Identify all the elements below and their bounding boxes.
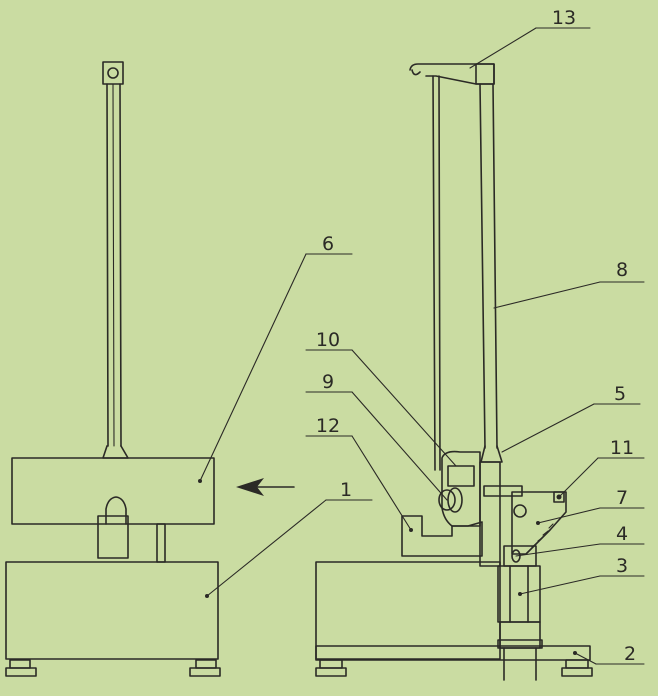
left-foot-1 [9, 659, 31, 669]
callout-labels: 13 6 1 8 10 9 12 5 11 7 4 3 2 [316, 7, 636, 665]
left-view [5, 61, 295, 677]
column-8-left [479, 83, 486, 449]
base-plate-2 [315, 645, 591, 661]
leader-5 [501, 403, 595, 453]
leader-11 [558, 457, 599, 498]
block-12 [401, 515, 483, 557]
leader-1 [206, 499, 327, 597]
column-8-right [492, 83, 498, 449]
callout-13: 13 [552, 7, 576, 29]
leader-2 [574, 652, 597, 665]
callout-4: 4 [616, 523, 628, 545]
weight-inner [447, 465, 475, 487]
leader-3 [519, 575, 601, 595]
box-6 [11, 457, 215, 525]
left-holder [97, 515, 129, 559]
callout-3: 3 [616, 555, 628, 577]
column-clamp [479, 461, 501, 567]
left-top-cap [102, 61, 124, 85]
cone-5 [480, 445, 503, 463]
base-right [315, 561, 501, 660]
part-11 [553, 491, 565, 503]
leader-13 [469, 27, 537, 69]
leader-12 [351, 435, 412, 531]
weight-10 [441, 450, 481, 527]
top-block [475, 63, 495, 85]
arm-bar [483, 485, 523, 497]
leader-6 [199, 253, 307, 482]
callout-2: 2 [624, 643, 636, 665]
base-collar [497, 639, 543, 649]
top-bracket-hook [411, 69, 421, 76]
left-holder-top [105, 496, 127, 525]
callout-5: 5 [614, 383, 626, 405]
scale-7-ticks [525, 523, 554, 555]
weight-9-ring [447, 487, 463, 513]
left-foot-pads [5, 667, 221, 677]
left-rod-cone [102, 445, 129, 459]
part-3-lower [499, 621, 541, 649]
leader-10 [351, 349, 457, 467]
right-foot-1 [319, 659, 343, 669]
leader-8 [493, 281, 601, 309]
leader-7 [537, 507, 601, 524]
left-rod-edge-left [106, 83, 109, 447]
right-foot-2 [565, 659, 589, 669]
right-view [315, 63, 593, 681]
callout-12: 12 [316, 415, 340, 437]
base-1 [5, 561, 219, 660]
left-rod-edge-right [119, 83, 122, 447]
callout-11: 11 [610, 437, 634, 459]
part-4-ring [511, 549, 521, 563]
leader-lines [199, 27, 645, 665]
left-foot-2 [195, 659, 217, 669]
thin-rod-left [432, 75, 436, 471]
leader-4 [515, 543, 601, 557]
callout-6: 6 [322, 233, 334, 255]
thin-rod-right [438, 75, 441, 471]
scale-pivot [513, 504, 527, 518]
weight-9 [438, 489, 456, 511]
direction-arrow-head [236, 478, 264, 496]
left-post [156, 523, 166, 563]
right-foot-pads [315, 667, 593, 677]
callout-8: 8 [616, 259, 628, 281]
callout-1: 1 [340, 479, 352, 501]
callout-10: 10 [316, 329, 340, 351]
top-bracket-13 [409, 63, 495, 85]
left-top-cap-hole [107, 67, 119, 79]
left-rod-centerline [112, 83, 115, 447]
callout-9: 9 [322, 371, 334, 393]
callout-7: 7 [616, 487, 628, 509]
leader-9 [351, 391, 448, 501]
